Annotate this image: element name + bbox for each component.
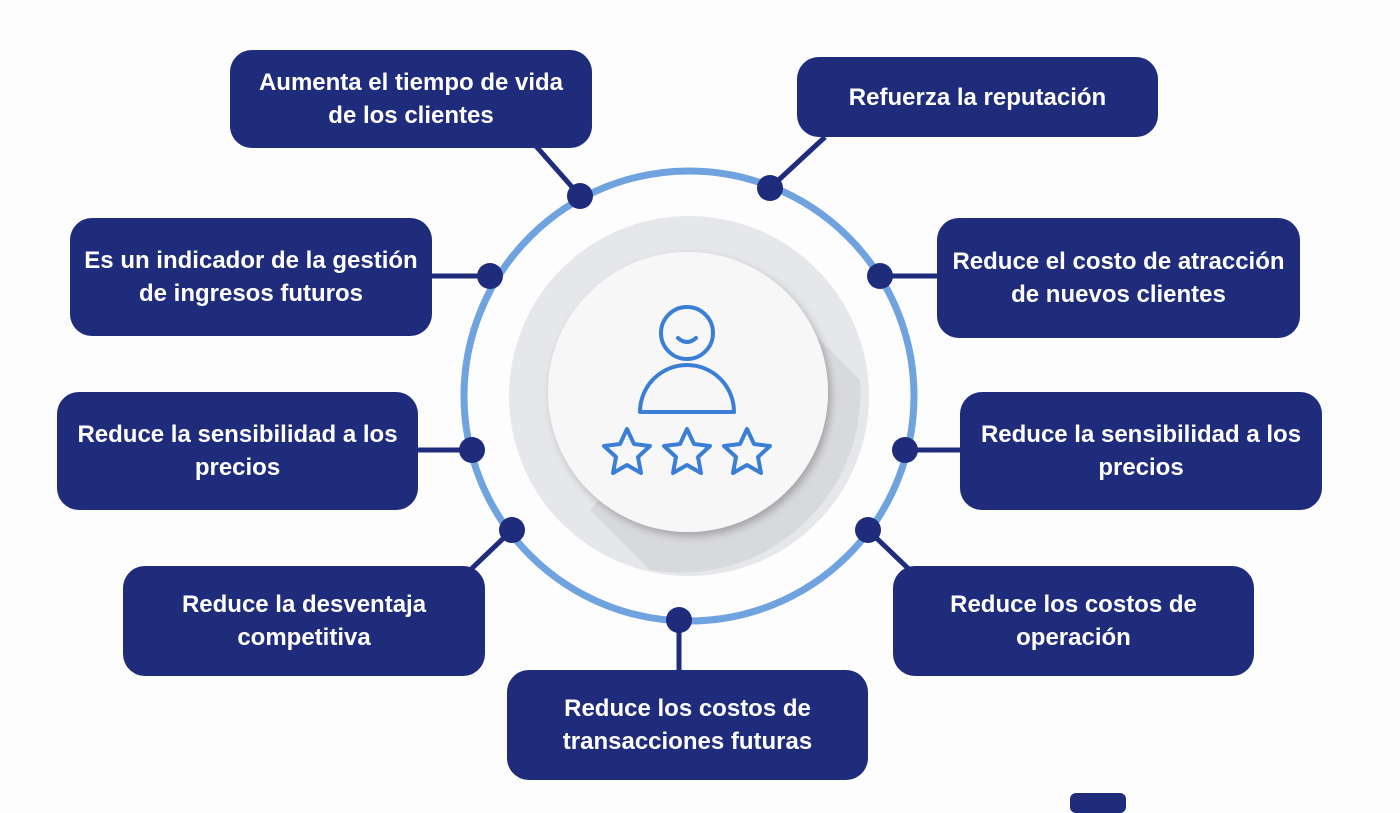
- benefit-customer-lifetime: Aumenta el tiempo de vida de los cliente…: [230, 50, 592, 148]
- inner-disc: [548, 252, 828, 532]
- customer-rating-icon: [602, 305, 772, 475]
- benefit-competitive-disadvantage: Reduce la desventaja competitiva: [123, 566, 485, 676]
- benefit-future-revenue-indicator: Es un indicador de la gestión de ingreso…: [70, 218, 432, 336]
- benefit-operating-costs: Reduce los costos de operación: [893, 566, 1254, 676]
- benefit-transaction-costs: Reduce los costos de transacciones futur…: [507, 670, 868, 780]
- connector-dots: [459, 175, 918, 633]
- benefit-acquisition-cost: Reduce el costo de atracción de nuevos c…: [937, 218, 1300, 338]
- logo-fragment: [1070, 793, 1126, 813]
- benefit-reputation: Refuerza la reputación: [797, 57, 1158, 137]
- benefit-price-sensitivity-right: Reduce la sensibilidad a los precios: [960, 392, 1322, 510]
- benefit-price-sensitivity-left: Reduce la sensibilidad a los precios: [57, 392, 418, 510]
